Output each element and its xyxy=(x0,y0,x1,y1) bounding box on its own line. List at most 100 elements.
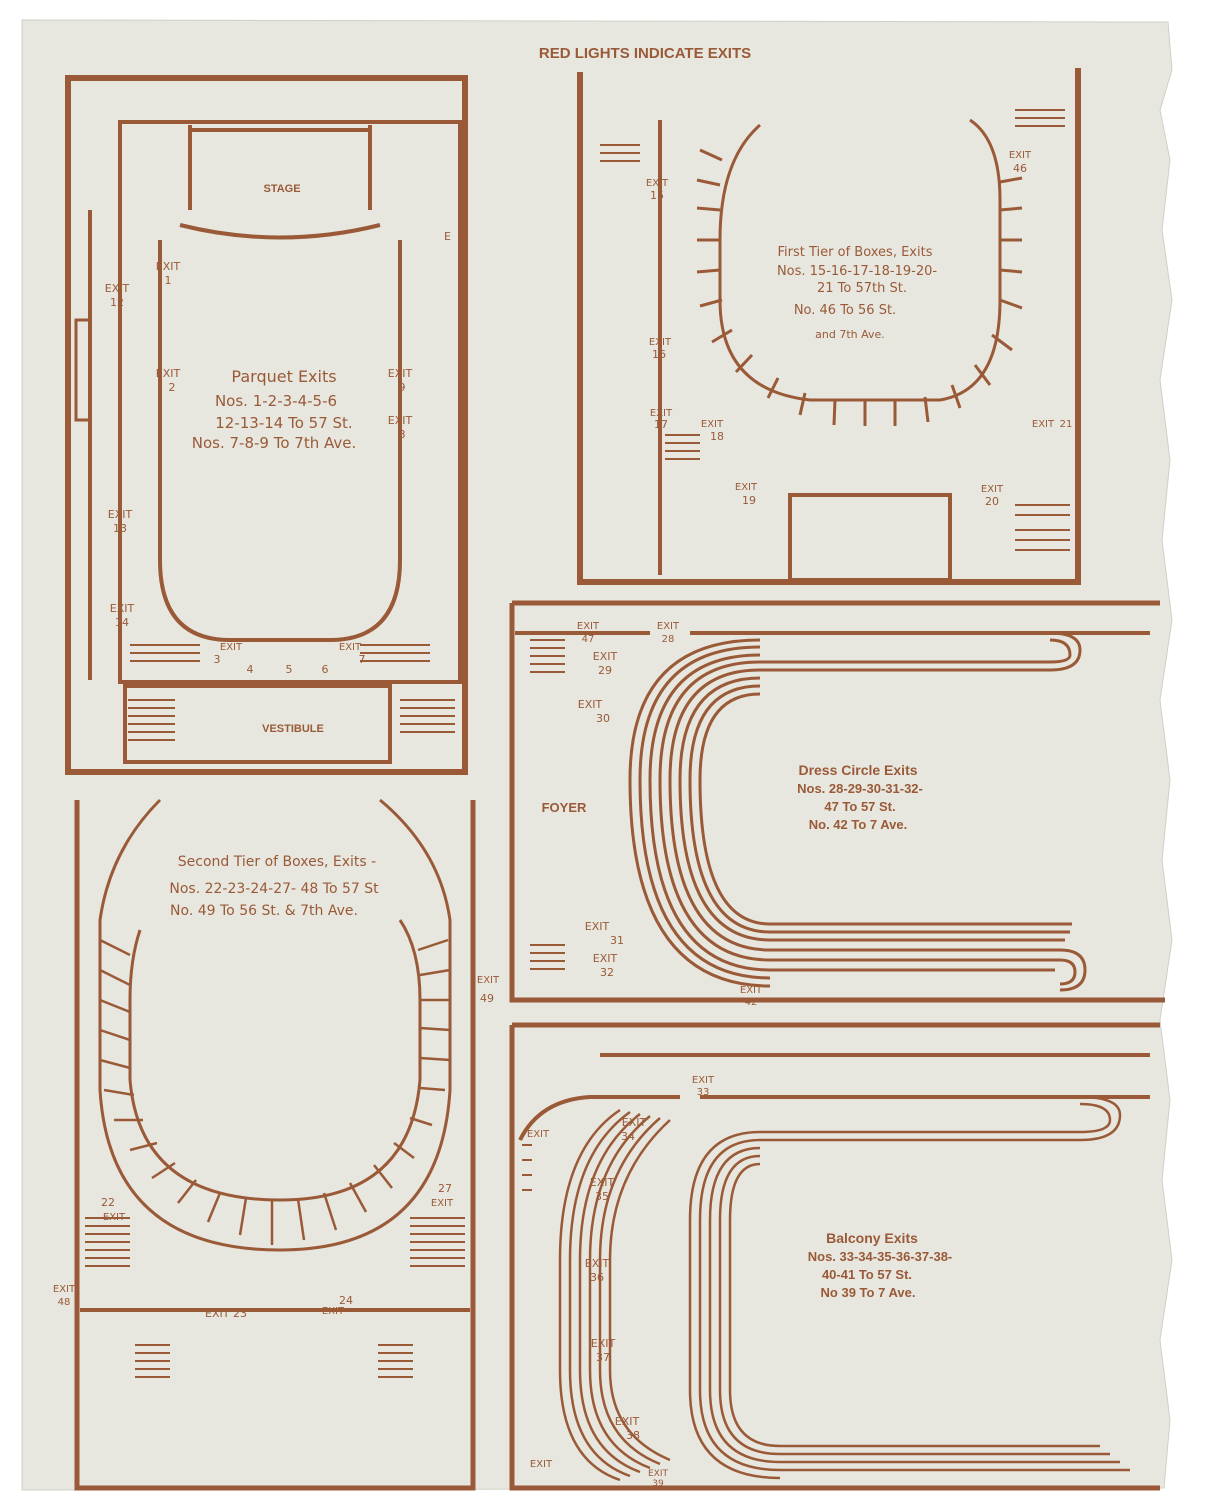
exit-35-number: 35 xyxy=(595,1190,609,1203)
page-header: RED LIGHTS INDICATE EXITS xyxy=(539,45,751,62)
exit-7-word: EXIT xyxy=(339,642,362,653)
exit-34-word: EXIT xyxy=(622,1116,647,1129)
exit-37-word: EXIT xyxy=(591,1337,616,1350)
exit-7-number: 7 xyxy=(359,653,366,666)
ex-4-number: 4 xyxy=(247,663,254,676)
exit-47-word: EXIT xyxy=(577,621,600,632)
exit-27-number: 27 xyxy=(438,1182,452,1195)
second-tier-box-curve xyxy=(98,798,452,1252)
exit-9-number: 9 xyxy=(399,381,406,394)
balcony-wall xyxy=(509,1022,1160,1491)
exit-23-label: EXIT 23 xyxy=(205,1307,247,1320)
exit-8-number: 8 xyxy=(399,428,406,441)
second-tier-stairs xyxy=(85,1217,465,1378)
exit-49-number: 49 xyxy=(480,992,494,1005)
ex-5-number: 5 xyxy=(286,663,293,676)
second-tier-partitions xyxy=(99,938,451,1245)
balcony-rear-curve xyxy=(518,1095,680,1141)
first-tier-box-curve xyxy=(718,118,1002,402)
exit-22-number: 22 xyxy=(101,1196,115,1209)
dress-circle-title: Dress Circle Exits xyxy=(798,762,917,778)
exit-24-word: EXIT xyxy=(322,1306,345,1317)
exit-1-word: EXIT xyxy=(156,260,181,273)
exit-18-word: EXIT xyxy=(701,419,724,430)
exit-46-number: 46 xyxy=(1013,162,1027,175)
exit-49-word: EXIT xyxy=(477,975,500,986)
exit-28-word: EXIT xyxy=(657,621,680,632)
exit-16-word: EXIT xyxy=(649,337,672,348)
exit-32-word: EXIT xyxy=(593,952,618,965)
exit-21-number: 21 xyxy=(1060,419,1073,430)
first-tier-plan: First Tier of Boxes, Exits Nos. 15-16-17… xyxy=(577,68,1081,585)
balcony-stairs xyxy=(522,1144,532,1191)
exit-27-word: EXIT xyxy=(431,1198,454,1209)
exit-24-number: 24 xyxy=(339,1294,353,1307)
exit-2-number: 2 xyxy=(169,381,176,394)
exit-22-word: EXIT xyxy=(103,1212,126,1223)
exit-13-number: 13 xyxy=(113,522,127,535)
first-tier-line3: No. 46 To 56 St. xyxy=(794,303,896,318)
exit-32-number: 32 xyxy=(600,966,614,979)
dress-circle-line2: 47 To 57 St. xyxy=(824,799,895,814)
exit-37-number: 37 xyxy=(596,1351,610,1364)
exit-3-word: EXIT xyxy=(220,642,243,653)
exit-36-word: EXIT xyxy=(585,1257,610,1270)
exit-35-word: EXIT xyxy=(590,1176,615,1189)
exit-1-number: 1 xyxy=(165,274,172,287)
dress-circle-tiers xyxy=(628,631,1087,992)
exit-8-word: EXIT xyxy=(388,414,413,427)
parquet-title: Parquet Exits xyxy=(231,367,336,386)
exit-20-word: EXIT xyxy=(981,484,1004,495)
exit-28-number: 28 xyxy=(662,634,675,645)
dress-circle-line1: Nos. 28-29-30-31-32- xyxy=(797,781,923,796)
exit-21-word: EXIT xyxy=(1032,419,1055,430)
exit-30-number: 30 xyxy=(596,712,610,725)
balcony-line1: Nos. 33-34-35-36-37-38- xyxy=(808,1249,953,1264)
exit-12-number: 12 xyxy=(110,296,124,309)
exit-39-word: EXIT xyxy=(648,1469,669,1479)
balcony-line2: 40-41 To 57 St. xyxy=(822,1267,912,1282)
stage-box xyxy=(188,125,372,210)
exit-31-number: 31 xyxy=(610,934,624,947)
vestibule-label: VESTIBULE xyxy=(262,723,324,735)
exit-2-word: EXIT xyxy=(156,367,181,380)
first-tier-rear-box xyxy=(788,493,952,582)
dress-circle-stairs xyxy=(530,639,565,970)
ex-6-number: 6 xyxy=(322,663,329,676)
exit-17-word: EXIT xyxy=(650,408,673,419)
balcony-title: Balcony Exits xyxy=(826,1230,918,1246)
exit-31-word: EXIT xyxy=(585,920,610,933)
exit-17-number: 17 xyxy=(654,418,668,431)
parquet-plan: STAGE VESTIBULE Parquet Exits Nos. 1-2-3… xyxy=(65,75,468,775)
second-tier-wall xyxy=(74,800,476,1491)
balcony-tiers xyxy=(558,1095,1130,1482)
second-tier-inner-curve xyxy=(128,919,422,1202)
exit-12-word: EXIT xyxy=(105,282,130,295)
exit-36-number: 36 xyxy=(590,1271,604,1284)
stage-apron xyxy=(179,223,381,240)
vestibule-box xyxy=(123,684,392,764)
exit-42-number: 42 xyxy=(745,997,758,1008)
exit-3-number: 3 xyxy=(214,653,221,666)
exit-30-word: EXIT xyxy=(578,698,603,711)
exit-42-word: EXIT xyxy=(740,985,763,996)
exit-34-number: 34 xyxy=(621,1130,635,1143)
stage-label: STAGE xyxy=(263,183,300,195)
exit-48-number: 48 xyxy=(58,1297,71,1308)
exit-18-number: 18 xyxy=(710,430,724,443)
e-label: E xyxy=(444,230,451,243)
dress-circle-plan: FOYER Dress Circle Exits Nos. 28-29-30-3… xyxy=(509,600,1165,1008)
second-tier-title: Second Tier of Boxes, Exits - xyxy=(178,854,376,870)
side-window xyxy=(74,318,92,422)
dress-circle-wall xyxy=(509,600,1165,1003)
exit-left-upper-word: EXIT xyxy=(527,1129,550,1140)
exit-38-word: EXIT xyxy=(615,1415,640,1428)
lobby-stairs xyxy=(130,644,430,662)
balcony-line3: No 39 To 7 Ave. xyxy=(821,1285,916,1300)
second-tier-line1: Nos. 22-23-24-27- 48 To 57 St xyxy=(169,881,379,897)
auditorium-outline xyxy=(158,240,402,642)
first-tier-stairs-right xyxy=(1015,109,1070,551)
exit-15-word: EXIT xyxy=(646,178,669,189)
exit-19-word: EXIT xyxy=(735,482,758,493)
